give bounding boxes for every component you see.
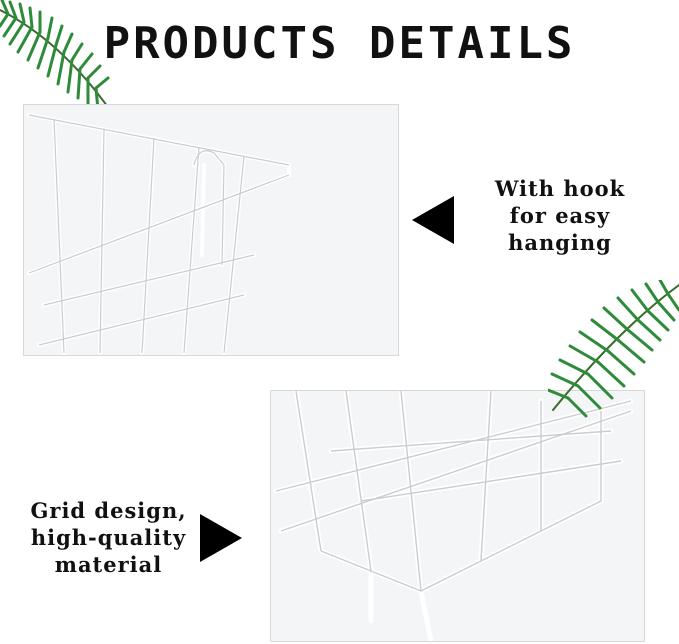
basket-grid-illustration	[273, 391, 634, 641]
feature-caption-hook: With hook for easy hanging	[470, 175, 650, 256]
feature-caption-grid: Grid design, high-quality material	[16, 497, 201, 578]
basket-hook-illustration	[27, 113, 291, 355]
product-image-grid	[270, 390, 645, 642]
palm-leaf-icon	[548, 280, 679, 418]
triangle-right-arrow-icon	[200, 514, 242, 562]
triangle-left-arrow-icon	[412, 196, 454, 244]
caption-line: Grid design,	[30, 498, 187, 523]
product-image-hook	[23, 104, 399, 356]
caption-line: hanging	[508, 230, 612, 255]
caption-line: With hook	[494, 176, 626, 201]
page-title: PRODUCTS DETAILS	[103, 18, 576, 69]
caption-line: material	[54, 552, 163, 577]
palm-leaf-icon	[0, 0, 111, 112]
caption-line: high-quality	[30, 525, 187, 550]
caption-line: for easy	[509, 203, 611, 228]
